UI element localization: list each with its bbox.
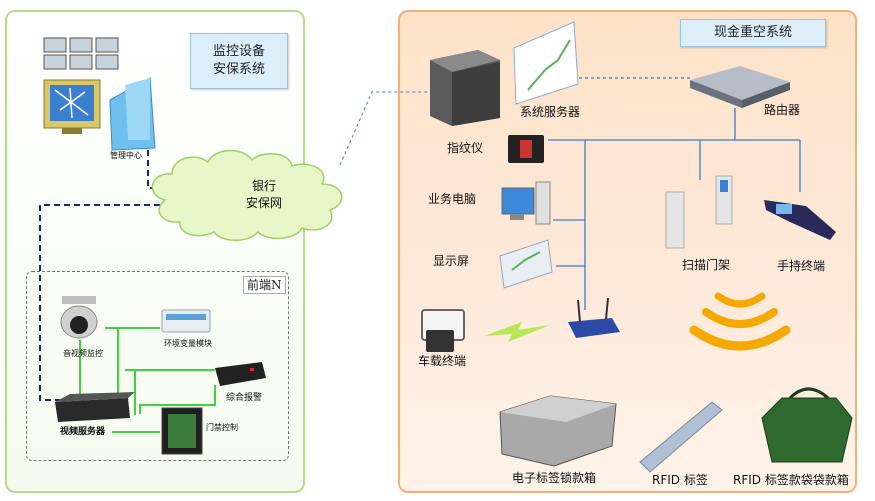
display-label: 显示屏 <box>433 254 470 268</box>
frontend-title: 前端N <box>243 276 286 294</box>
fingerprint-label: 指纹仪 <box>447 141 484 155</box>
av-monitor-label: 音视频监控 <box>63 349 103 358</box>
server-screen-icon <box>513 21 579 105</box>
dashed-link-cloud-frontend <box>39 204 160 401</box>
rfid-bag-icon <box>761 387 853 463</box>
security-title-box: 监控设备 安保系统 <box>190 33 288 89</box>
security-title-line1: 监控设备 <box>212 44 265 59</box>
frontend-group <box>26 271 289 461</box>
dome-camera-icon <box>60 296 98 339</box>
access-control-icon <box>161 407 203 455</box>
security-title-line2: 安保系统 <box>212 62 265 77</box>
alarm-label: 综合报警 <box>226 393 263 403</box>
alarm-icon <box>215 362 266 386</box>
wireless-signal-icon <box>689 292 791 351</box>
rfid-tag-icon <box>639 401 723 473</box>
wifi-router-icon <box>568 297 620 338</box>
handheld-label: 手持终端 <box>777 259 826 273</box>
env-module-label: 环境变量模块 <box>164 339 212 348</box>
rfid-bag-box-label: RFID 标签款袋袋款箱 <box>733 473 849 487</box>
network-lines <box>548 77 801 310</box>
env-module-icon <box>161 309 211 333</box>
management-center-label: 管理中心 <box>110 151 142 160</box>
server-rack-icon <box>430 50 500 126</box>
cloud-label-line1: 银行 <box>252 179 277 193</box>
router-icon <box>690 66 790 108</box>
cash-title-box: 现金重空系统 <box>680 19 826 47</box>
video-wall-icon <box>43 37 119 70</box>
dashed-link-cloud-server <box>339 91 430 166</box>
cloud-label-line2: 安保网 <box>246 196 283 210</box>
router-label: 路由器 <box>764 103 801 117</box>
scan-gate-label: 扫描门架 <box>682 258 731 272</box>
building-icon <box>109 77 156 151</box>
handheld-terminal-icon <box>764 200 836 240</box>
lock-box-icon <box>499 395 617 467</box>
cash-title: 现金重空系统 <box>713 25 792 40</box>
tablet-icon <box>421 309 465 352</box>
access-control-label: 门禁控制 <box>206 423 238 432</box>
scan-gate-icon <box>665 175 733 249</box>
cloud-shape <box>151 149 343 241</box>
vehicle-terminal-label: 车载终端 <box>418 354 467 368</box>
green-links <box>79 327 216 433</box>
video-server-label: 视频服务器 <box>60 427 106 437</box>
video-server-icon <box>55 392 135 422</box>
lightning-icon <box>484 322 550 342</box>
fingerprint-reader-icon <box>508 135 544 163</box>
rfid-tag-label: RFID 标签 <box>652 473 708 487</box>
system-server-label: 系统服务器 <box>520 105 581 119</box>
business-pc-label: 业务电脑 <box>428 192 477 206</box>
rfid-lock-box-label: 电子标签锁款箱 <box>512 471 597 485</box>
monitor-icon <box>43 79 101 134</box>
display-screen-icon <box>499 239 553 289</box>
desktop-pc-icon <box>501 181 551 225</box>
